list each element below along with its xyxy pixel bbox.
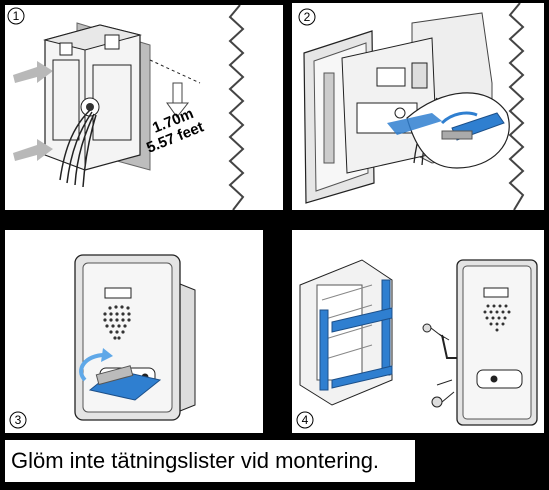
instruction-caption: Glöm inte tätningslister vid montering.: [5, 440, 415, 482]
step-1-number-circle: [7, 7, 25, 25]
step-4-illustration: 4: [296, 259, 538, 429]
seal-strips: [319, 279, 393, 391]
step-2-number: 2: [304, 10, 311, 24]
wall-edge: [508, 3, 525, 210]
speaker-grille: [103, 305, 131, 340]
step-1-illustration: 1 1.70m 5.57 feet: [7, 5, 245, 210]
step-3-number-circle: [9, 411, 27, 429]
flush-mount-box: [43, 24, 142, 171]
step-1-number: 1: [13, 9, 20, 23]
electronics-module: [341, 37, 438, 174]
step-2-illustration: 2: [298, 3, 525, 210]
step-3-illustration: 3: [9, 254, 196, 429]
screws: [422, 323, 457, 408]
step-1-panel: 1 1.70m 5.57 feet: [5, 5, 283, 210]
step-2-number-circle: [298, 8, 316, 26]
down-arrow: [166, 82, 190, 118]
step-4-panel: 4: [292, 230, 544, 433]
height-guide: [149, 59, 201, 84]
door-station-panel: [456, 259, 538, 426]
step-3-number: 3: [15, 413, 22, 427]
cables: [59, 109, 97, 188]
step-2-panel: 2: [292, 3, 544, 210]
step-4-number: 4: [302, 413, 309, 427]
rotate-arrow: [79, 353, 106, 382]
step-3-panel: 3: [5, 230, 263, 433]
seal-pointer: [387, 113, 442, 135]
insert-arrows: [13, 61, 53, 161]
step-4-number-circle: [296, 411, 314, 429]
wall-edge: [228, 5, 245, 210]
seal-detail-lens: [406, 92, 510, 169]
